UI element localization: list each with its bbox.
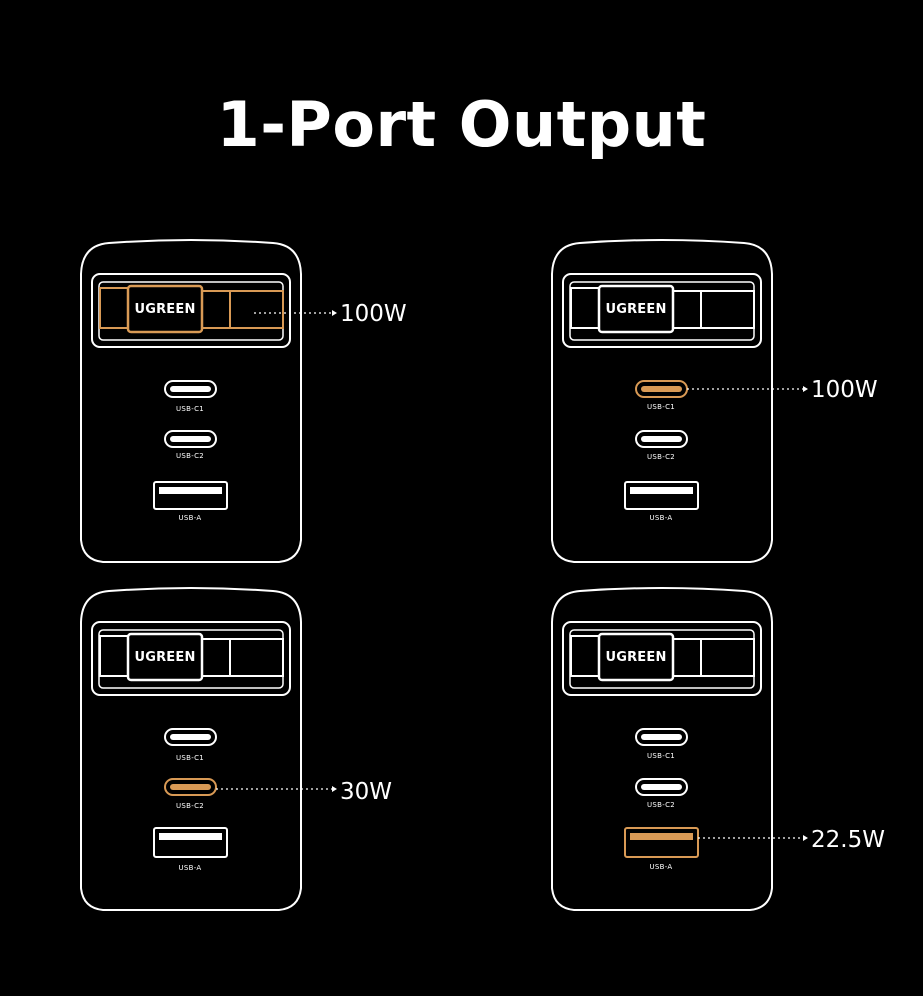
brand-logo: UGREEN <box>605 302 667 317</box>
output-label-usb-c1: 100W <box>811 377 878 403</box>
output-label-usb-c2: 30W <box>340 779 393 805</box>
port-label-usb-c1: USB-C1 <box>646 403 676 411</box>
port-label-usb-c1: USB-C1 <box>175 405 205 413</box>
port-label-usb-c1: USB-C1 <box>646 752 676 760</box>
charger-usb-c2-output: UGREEN USB-C1 USB-C2 USB-A <box>79 587 337 911</box>
brand-logo: UGREEN <box>134 302 196 317</box>
output-label-usb-a: 22.5W <box>811 827 885 853</box>
port-label-usb-c2: USB-C2 <box>646 453 676 461</box>
output-label-cable: 100W <box>340 301 407 327</box>
port-label-usb-a: USB-A <box>649 863 673 871</box>
brand-logo: UGREEN <box>605 650 667 665</box>
charger-usb-c1-output: UGREEN USB-C1 USB-C2 USB-A <box>550 239 808 563</box>
port-label-usb-a: USB-A <box>649 514 673 522</box>
port-label-usb-a: USB-A <box>178 514 202 522</box>
port-label-usb-c2: USB-C2 <box>175 802 205 810</box>
page-title: 1-Port Output <box>216 88 707 161</box>
charger-usb-a-output: UGREEN USB-C1 USB-C2 USB-A <box>550 587 808 911</box>
port-label-usb-c1: USB-C1 <box>175 754 205 762</box>
port-label-usb-c2: USB-C2 <box>646 801 676 809</box>
brand-logo: UGREEN <box>134 650 196 665</box>
charger-cable-output: UGREEN USB-C1 USB-C2 USB-A <box>79 239 337 563</box>
port-label-usb-a: USB-A <box>178 864 202 872</box>
port-label-usb-c2: USB-C2 <box>175 452 205 460</box>
